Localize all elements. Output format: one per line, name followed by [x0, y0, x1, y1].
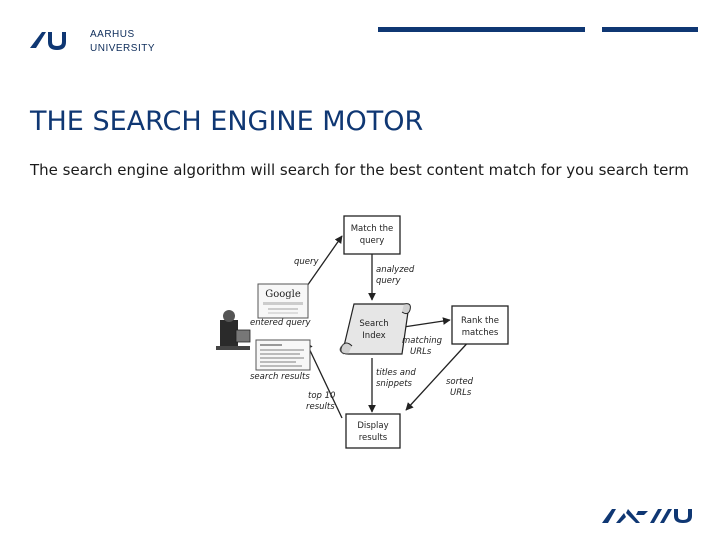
label-sorted-urls-line1: sorted [446, 377, 474, 387]
search-engine-diagram: Match the query Rank the matches Display… [216, 215, 509, 449]
google-page-thumbnail [257, 283, 309, 319]
label-search-results: search results [250, 372, 310, 382]
slide-body-text: The search engine algorithm will search … [30, 161, 689, 179]
aarhus-footer-logo-icon [602, 509, 692, 523]
google-logo-text: Google [265, 289, 301, 300]
search-results-thumbnail [255, 339, 311, 371]
university-name: AARHUS UNIVERSITY [90, 28, 155, 56]
label-titles-snippets-line2: snippets [376, 379, 413, 389]
label-top-results-line2: results [306, 402, 335, 412]
label-matching-urls-line2: URLs [410, 347, 432, 357]
match-query-box [343, 215, 401, 255]
label-query: query [294, 257, 320, 267]
arrow-sorted-urls [405, 337, 473, 411]
rank-matches-label-line2: matches [462, 328, 499, 338]
rank-matches-label-line1: Rank the [461, 316, 499, 326]
label-sorted-urls-line2: URLs [450, 388, 472, 398]
university-name-line1: AARHUS [90, 29, 135, 40]
display-results-label-line1: Display [357, 421, 388, 431]
label-analyzed-query-line1: analyzed [376, 265, 415, 275]
rank-matches-box [451, 305, 509, 345]
search-index-label-line2: Index [362, 331, 385, 341]
match-query-label-line1: Match the [351, 224, 394, 234]
aarhus-logo-icon [30, 32, 66, 50]
slide-title: THE SEARCH ENGINE MOTOR [30, 106, 424, 137]
match-query-label-line2: query [360, 236, 385, 246]
label-matching-urls-line1: matching [402, 336, 443, 346]
display-results-box [345, 413, 401, 449]
header-accent-bar-right [602, 27, 698, 32]
search-index-scroll-icon [339, 303, 411, 355]
display-results-label-line2: results [359, 433, 388, 443]
header-accent-bar-left [378, 27, 585, 32]
label-titles-snippets-line1: titles and [376, 368, 416, 378]
university-name-line2: UNIVERSITY [90, 43, 156, 54]
arrow-top-results [305, 341, 343, 419]
search-index-label-line1: Search [359, 319, 388, 329]
label-entered-query: entered query [250, 318, 312, 328]
user-at-computer-icon [216, 310, 251, 350]
label-top-results-line1: top 10 [308, 391, 335, 401]
label-analyzed-query-line2: query [376, 276, 402, 286]
